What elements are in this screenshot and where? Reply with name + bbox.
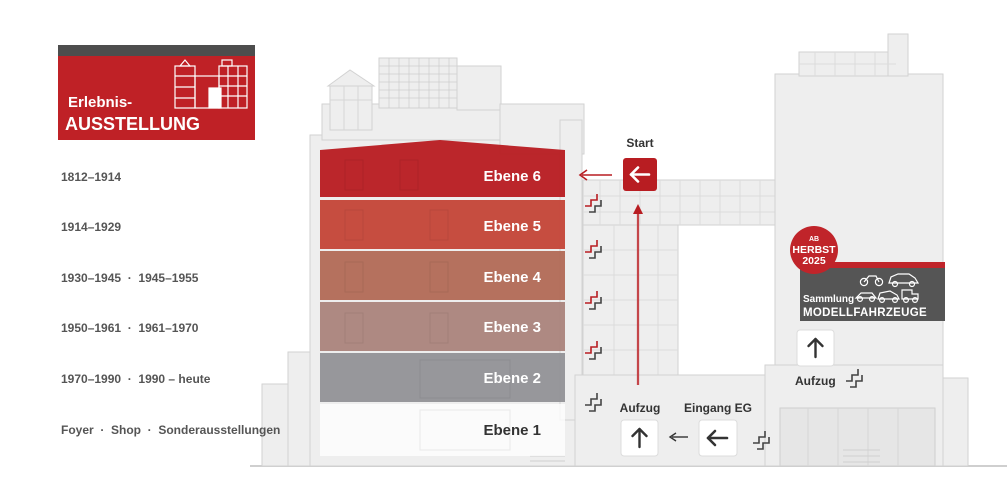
collection-panel: Sammlung MODELLFAHRZEUGE — [800, 262, 945, 321]
elevator-button-left[interactable] — [620, 419, 659, 457]
aufzug-right-label: Aufzug — [795, 374, 836, 388]
level-label-3: Ebene 3 — [483, 319, 541, 336]
eingang-label: Eingang EG — [684, 401, 752, 415]
start-button[interactable] — [623, 158, 657, 191]
level-band-4 — [320, 251, 565, 300]
badge-line1: HERBST — [792, 244, 836, 256]
badge-line2: 2025 — [802, 255, 826, 267]
stairs-icon — [585, 291, 602, 310]
collection-accent-bar — [800, 262, 945, 268]
arrow-up-icon — [631, 427, 648, 449]
era-label-level4: 1930–1945 · 1945–1955 — [61, 271, 199, 285]
stairs-icon — [585, 341, 602, 360]
collection-line2: MODELLFAHRZEUGE — [803, 307, 927, 319]
stairs-icon — [585, 194, 602, 213]
logo-line2: AUSSTELLUNG — [65, 114, 200, 134]
stairs-icons — [585, 194, 602, 412]
level-label-2: Ebene 2 — [483, 370, 541, 387]
start-label: Start — [626, 136, 653, 150]
aufzug-left-label: Aufzug — [620, 401, 661, 415]
era-label-level1: Foyer · Shop · Sonderausstellungen — [61, 423, 280, 437]
stairs-icon — [753, 431, 770, 450]
logo-top-bar — [58, 45, 255, 56]
arrow-up-icon — [807, 337, 824, 359]
level-band-6 — [320, 140, 565, 197]
level-label-4: Ebene 4 — [483, 269, 541, 286]
building-logo-icon — [174, 59, 248, 109]
era-label-level6: 1812–1914 — [61, 170, 121, 184]
era-label-level5: 1914–1929 — [61, 220, 121, 234]
route-lines — [578, 169, 688, 442]
level-label-5: Ebene 5 — [483, 218, 541, 235]
arrow-left-icon — [629, 166, 651, 183]
level-bands: Ebene 6 Ebene 5 Ebene 4 Ebene 3 Ebene 2 … — [320, 140, 565, 456]
level-band-5 — [320, 200, 565, 249]
era-label-level3: 1950–1961 · 1961–1970 — [61, 321, 199, 335]
entrance-button[interactable] — [698, 419, 738, 457]
stairs-icon — [585, 393, 602, 412]
coming-badge: AB HERBST 2025 — [790, 226, 838, 274]
level-band-1 — [320, 404, 565, 456]
era-list: 1812–1914 1914–1929 1930–1945 · 1945–195… — [61, 170, 280, 437]
logo-box — [58, 56, 255, 140]
level-band-3 — [320, 302, 565, 351]
era-label-level2: 1970–1990 · 1990 – heute — [61, 372, 211, 386]
stairs-icon — [585, 240, 602, 259]
collection-line1: Sammlung — [803, 294, 854, 305]
level-band-2 — [320, 353, 565, 402]
vehicle-icons — [854, 273, 920, 304]
elevator-button-right[interactable] — [796, 329, 835, 367]
badge-ab: AB — [809, 236, 819, 243]
level-label-6: Ebene 6 — [483, 168, 541, 185]
logo-line1: Erlebnis- — [68, 94, 132, 111]
level-label-1: Ebene 1 — [483, 422, 541, 439]
exhibition-logo: Erlebnis- AUSSTELLUNG — [58, 45, 255, 140]
arrow-left-icon — [706, 429, 729, 447]
stairs-icon — [846, 369, 863, 388]
